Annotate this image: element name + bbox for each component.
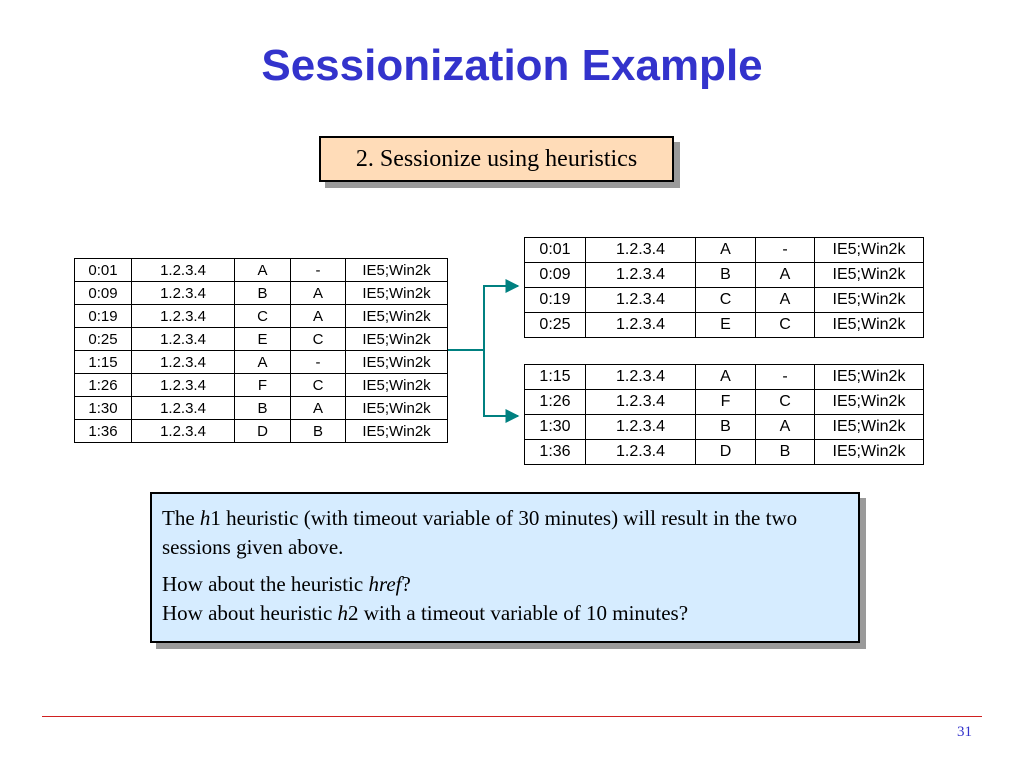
table-cell: IE5;Win2k	[345, 373, 448, 397]
table-cell: IE5;Win2k	[814, 287, 924, 313]
table-cell: B	[695, 414, 756, 440]
table-cell: 1.2.3.4	[585, 389, 696, 415]
table-cell: IE5;Win2k	[345, 304, 448, 328]
table-cell: C	[755, 389, 815, 415]
table-cell: IE5;Win2k	[345, 281, 448, 305]
note-line-3: How about heuristic h2 with a timeout va…	[162, 601, 689, 625]
table-cell: 1.2.3.4	[131, 419, 235, 443]
note-line-1: The h1 heuristic (with timeout variable …	[162, 506, 798, 559]
table-cell: IE5;Win2k	[814, 389, 924, 415]
table-cell: 1.2.3.4	[585, 237, 696, 263]
table-cell: A	[290, 281, 346, 305]
table-cell: IE5;Win2k	[345, 419, 448, 443]
slide-title: Sessionization Example	[261, 41, 763, 90]
table-cell: -	[290, 350, 346, 374]
table-cell: 1.2.3.4	[131, 373, 235, 397]
table-cell: 0:09	[524, 262, 586, 288]
table-cell: 0:09	[74, 281, 132, 305]
table-cell: 0:19	[74, 304, 132, 328]
table-cell: 1.2.3.4	[585, 364, 696, 390]
table-cell: D	[695, 439, 756, 465]
table-cell: A	[755, 414, 815, 440]
table-cell: B	[695, 262, 756, 288]
page-number: 31	[957, 724, 972, 740]
table-cell: IE5;Win2k	[814, 414, 924, 440]
table-cell: A	[695, 364, 756, 390]
table-cell: IE5;Win2k	[814, 439, 924, 465]
table-cell: 1.2.3.4	[585, 439, 696, 465]
table-cell: 1.2.3.4	[585, 312, 696, 338]
table-cell: 1:15	[524, 364, 586, 390]
table-cell: A	[695, 237, 756, 263]
table-cell: IE5;Win2k	[814, 312, 924, 338]
table-cell: 0:19	[524, 287, 586, 313]
arrow-to-session-2	[483, 350, 520, 423]
table-cell: 1.2.3.4	[585, 287, 696, 313]
table-cell: IE5;Win2k	[814, 364, 924, 390]
table-cell: E	[695, 312, 756, 338]
table-cell: IE5;Win2k	[814, 237, 924, 263]
step-label-box: 2. Sessionize using heuristics	[319, 136, 674, 182]
note-line-2: How about the heuristic href?	[162, 572, 411, 596]
table-cell: IE5;Win2k	[345, 258, 448, 282]
note-box: The h1 heuristic (with timeout variable …	[150, 492, 860, 643]
table-cell: F	[234, 373, 291, 397]
table-cell: -	[755, 237, 815, 263]
table-cell: IE5;Win2k	[345, 327, 448, 351]
table-cell: A	[290, 396, 346, 420]
table-cell: 0:01	[524, 237, 586, 263]
table-cell: 1:36	[524, 439, 586, 465]
arrow-to-session-1	[483, 279, 520, 350]
table-cell: 0:25	[524, 312, 586, 338]
table-cell: D	[234, 419, 291, 443]
table-cell: C	[234, 304, 291, 328]
table-cell: -	[755, 364, 815, 390]
table-cell: C	[290, 373, 346, 397]
table-cell: 1:26	[74, 373, 132, 397]
table-cell: 1:26	[524, 389, 586, 415]
table-cell: A	[290, 304, 346, 328]
table-cell: C	[695, 287, 756, 313]
table-cell: B	[755, 439, 815, 465]
table-cell: IE5;Win2k	[345, 350, 448, 374]
table-cell: IE5;Win2k	[814, 262, 924, 288]
table-cell: 1.2.3.4	[585, 414, 696, 440]
table-cell: F	[695, 389, 756, 415]
table-cell: C	[755, 312, 815, 338]
table-cell: A	[755, 287, 815, 313]
table-cell: 1.2.3.4	[131, 327, 235, 351]
table-cell: 1.2.3.4	[585, 262, 696, 288]
table-cell: 1:30	[524, 414, 586, 440]
table-cell: A	[234, 350, 291, 374]
table-cell: B	[290, 419, 346, 443]
table-cell: A	[755, 262, 815, 288]
footer-rule	[42, 716, 982, 717]
